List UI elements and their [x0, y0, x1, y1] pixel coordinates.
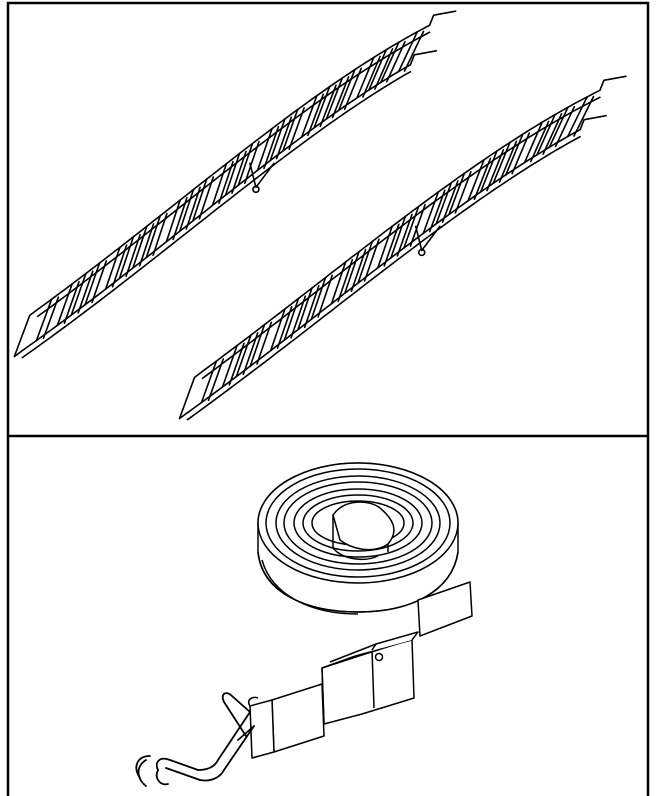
ramp-rung	[269, 305, 293, 352]
ramp-rung	[422, 189, 446, 235]
ramp-rung	[397, 30, 425, 73]
ramp-rung	[35, 296, 60, 342]
ramp-rail-right-side	[36, 31, 431, 318]
ramp-rung	[505, 132, 531, 176]
ramp-top-hook	[409, 10, 457, 66]
ramp-rail-left-side	[186, 135, 581, 421]
ramp-rung	[211, 160, 234, 207]
ramp-rung	[448, 171, 472, 216]
ramp-rung	[357, 238, 380, 284]
ramp-rung	[56, 280, 80, 327]
ramp-rung	[330, 259, 354, 305]
ramp-rung	[403, 203, 426, 249]
ramp-rung	[224, 150, 247, 196]
ramp-rung	[178, 186, 201, 233]
ramp-rung	[310, 274, 333, 320]
ramp-rung	[256, 126, 280, 172]
ramp-rung	[192, 176, 215, 222]
ramp-rung	[104, 244, 128, 290]
ramp-rung	[145, 212, 168, 259]
ramp-rung	[536, 113, 563, 156]
ramp-rung	[337, 67, 362, 112]
ramp-rung	[479, 148, 505, 193]
ramp-rung	[380, 40, 406, 84]
ramp-rung	[344, 248, 367, 295]
ramp-rung	[548, 105, 576, 148]
ramp-rail-right-side	[201, 96, 601, 380]
ramp-rung	[70, 270, 94, 316]
ramp-rung	[523, 120, 550, 164]
strap-tail-icon	[247, 581, 473, 759]
ramp-rung	[200, 358, 225, 404]
hook-icon	[135, 692, 255, 787]
ramp-rung	[283, 295, 307, 341]
ramp-rung	[84, 260, 108, 306]
ramp-rail-left-side	[21, 71, 412, 359]
ramp-pivot	[252, 185, 260, 194]
ramp-rung	[300, 93, 325, 138]
ramp-rung	[235, 332, 259, 378]
ramp-rung	[165, 196, 188, 243]
ramp-rung	[282, 107, 305, 152]
ramp-foot-plate	[13, 308, 39, 358]
ramp-rung	[435, 180, 459, 225]
ramp-left-icon	[13, 10, 457, 359]
ramp-rung	[368, 48, 394, 91]
ramp-support-leg	[414, 225, 441, 252]
ramp-rung	[118, 233, 141, 280]
ramp-support-leg	[249, 162, 275, 189]
ramp-rung	[467, 157, 492, 202]
ramp-rung	[269, 116, 293, 162]
ramp-pivot	[417, 248, 426, 257]
ramp-rung	[377, 223, 400, 269]
ramp-rung	[132, 223, 155, 269]
ramp-rung	[390, 213, 413, 259]
outer-border	[6, 1, 650, 796]
ramp-right-icon	[178, 75, 627, 421]
ramp-foot-plate	[178, 370, 204, 420]
ramp-rung	[356, 55, 381, 99]
ramp-rung	[313, 84, 337, 129]
ramp-rung	[249, 321, 273, 367]
ramp-top-hook	[579, 75, 627, 131]
ramp-rail-right	[36, 24, 431, 311]
ramp-rung	[325, 76, 350, 120]
ramp-rung	[221, 342, 245, 388]
ramp-rung	[237, 140, 260, 186]
ramp-rung	[567, 95, 595, 138]
ramp-rung	[492, 140, 518, 184]
ramp-rung	[297, 285, 320, 331]
strap-coil-icon	[257, 462, 459, 615]
